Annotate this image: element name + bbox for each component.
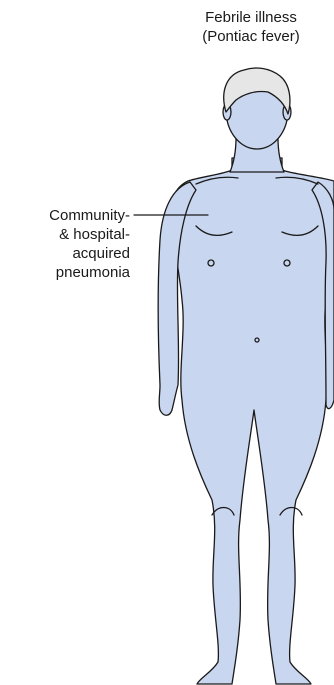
pneumonia-label-line3: acquired <box>49 244 130 263</box>
pneumonia-label-line1: Community- <box>49 206 130 225</box>
febrile-illness-label-line1: Febrile illness <box>168 8 334 27</box>
pneumonia-label-line4: pneumonia <box>49 263 130 282</box>
febrile-illness-label: Febrile illness (Pontiac fever) <box>168 8 334 46</box>
torso-and-legs <box>172 158 334 684</box>
pneumonia-label-line2: & hospital- <box>49 225 130 244</box>
febrile-illness-label-line2: (Pontiac fever) <box>168 27 334 46</box>
pneumonia-label: Community- & hospital- acquired pneumoni… <box>49 206 130 282</box>
